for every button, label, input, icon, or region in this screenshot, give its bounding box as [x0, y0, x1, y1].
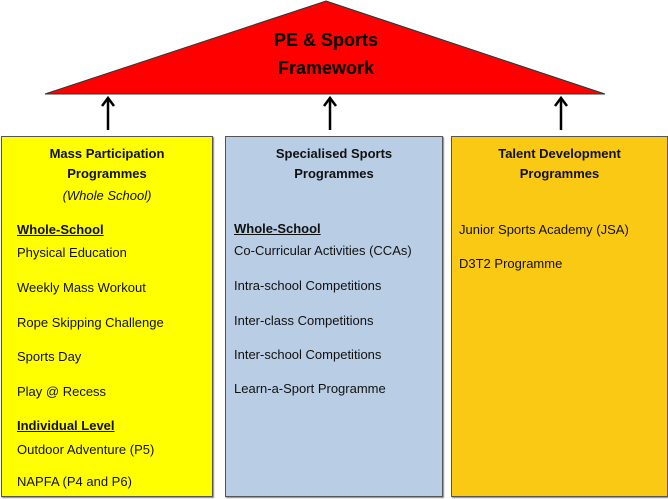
list-item: Co-Curricular Activities (CCAs): [234, 243, 412, 258]
list-item: Junior Sports Academy (JSA): [459, 222, 629, 237]
list-item: Play @ Recess: [17, 384, 107, 399]
framework-title: PE & Sports Framework: [226, 26, 426, 82]
box-subtitle: (Whole School): [62, 188, 152, 203]
section-heading: Whole-School: [234, 221, 321, 236]
box-title: Programmes: [67, 166, 147, 181]
list-item: NAPFA (P4 and P6): [17, 474, 132, 489]
framework-roof-triangle: [44, 0, 606, 95]
list-item: Intra-school Competitions: [234, 278, 382, 293]
box-title: Programmes: [519, 166, 600, 181]
box-title: Mass Participation: [49, 146, 165, 161]
box-title: Talent Development: [498, 146, 621, 161]
arrow-up-icon: [101, 95, 115, 130]
section-heading: Individual Level: [17, 418, 115, 433]
title-line: PE & Sports: [273, 30, 379, 50]
list-item: D3T2 Programme: [459, 256, 563, 271]
section-heading: Whole-School: [17, 222, 104, 237]
arrow-up-icon: [323, 95, 337, 130]
list-item: Learn-a-Sport Programme: [234, 381, 386, 396]
list-item: Rope Skipping Challenge: [17, 315, 164, 330]
arrow-up-icon: [554, 95, 568, 130]
list-item: Inter-class Competitions: [234, 313, 374, 328]
list-item: Sports Day: [17, 349, 82, 364]
talent-development-box: Talent Development Programmes Junior Spo…: [451, 136, 668, 497]
list-item: Physical Education: [17, 245, 127, 260]
list-item: Weekly Mass Workout: [17, 280, 146, 295]
list-item: Inter-school Competitions: [234, 347, 382, 362]
mass-participation-box: Mass Participation Programmes (Whole Sch…: [1, 136, 213, 497]
specialised-sports-box: Specialised Sports Programmes Whole-Scho…: [225, 136, 443, 497]
list-item: Outdoor Adventure (P5): [17, 442, 155, 457]
title-line: Framework: [277, 58, 375, 78]
box-title: Programmes: [294, 166, 374, 181]
framework-graphic: [44, 0, 606, 130]
box-title: Specialised Sports: [275, 146, 393, 161]
